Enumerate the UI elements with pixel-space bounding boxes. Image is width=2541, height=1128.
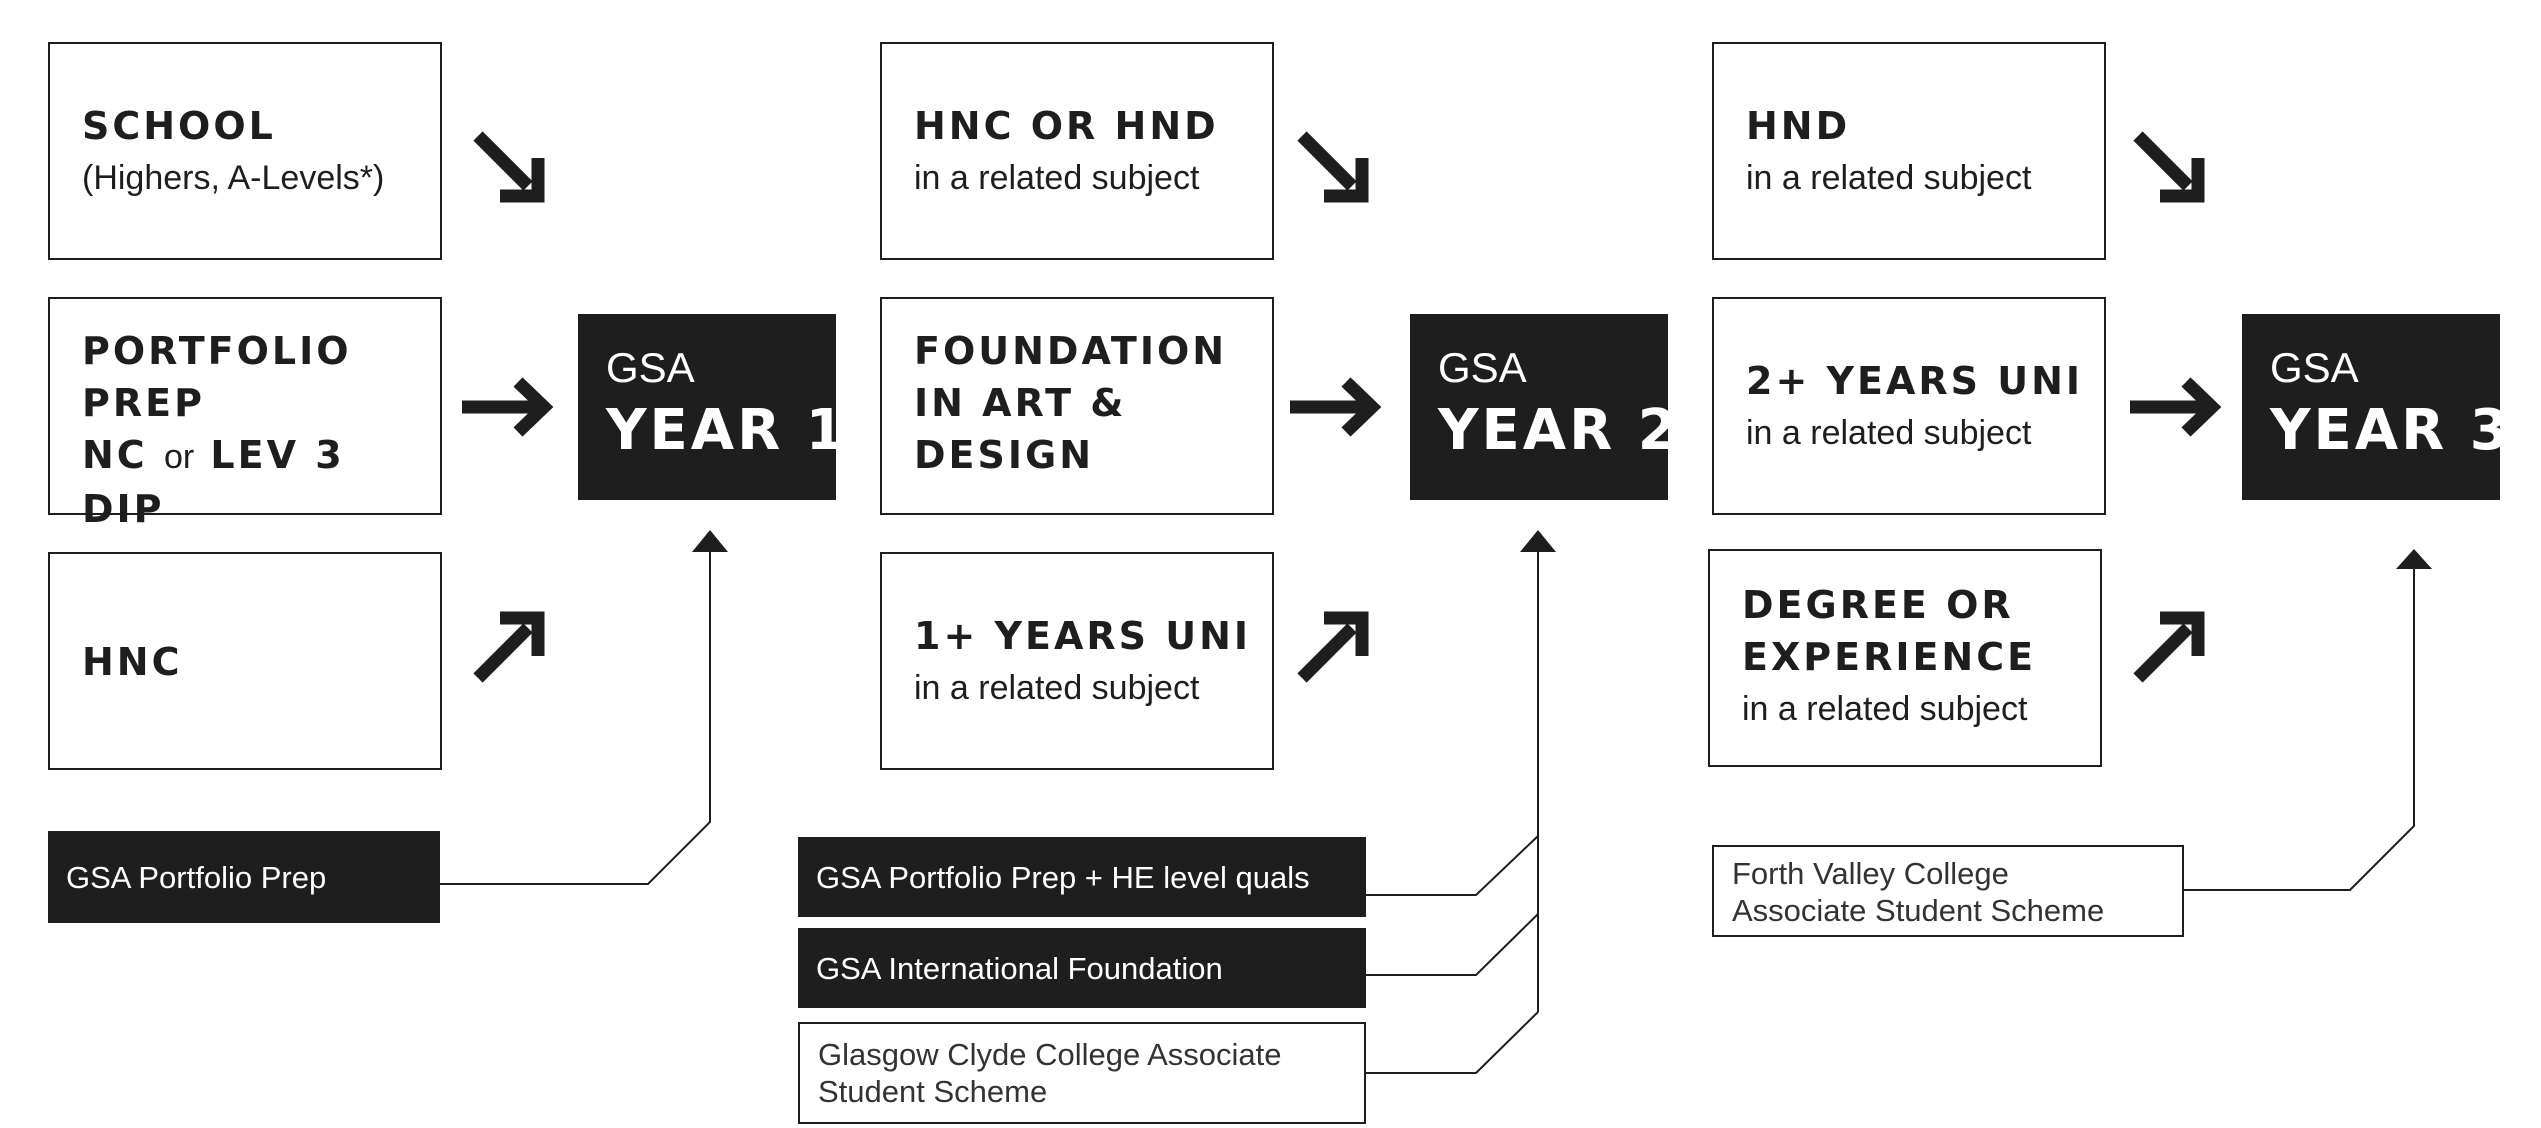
route-title-line: PREP — [82, 381, 205, 425]
gsa-label: GSA — [2270, 344, 2359, 391]
route-title-line: FOUNDATION — [914, 329, 1228, 373]
route-title: HND — [1746, 104, 1851, 148]
route-subtitle: in a related subject — [914, 159, 1200, 197]
gsa-year1-box: GSA YEAR 1 — [578, 314, 845, 500]
route-subtitle: (Highers, A-Levels*) — [82, 159, 385, 197]
route-box-1-year-uni: 1+ YEARS UNI in a related subject — [880, 552, 1274, 770]
gsa-route-glasgow-clyde: Glasgow Clyde College Associate Student … — [798, 1022, 1366, 1124]
gsa-year2-box: GSA YEAR 2 — [1410, 314, 1677, 500]
feed-line-year3 — [2184, 549, 2432, 891]
route-subtitle: in a related subject — [1746, 414, 2032, 452]
route-box-portfolio-prep: PORTFOLIO PREP NC or LEV 3 DIP — [48, 297, 442, 531]
route-title: HNC OR HND — [914, 104, 1219, 148]
arrow-up-right-icon — [2133, 611, 2205, 683]
route-subtitle: in a related subject — [914, 669, 1200, 707]
route-box-school: SCHOOL (Highers, A-Levels*) — [48, 42, 442, 260]
gsa-route-forth-valley: Forth Valley College Associate Student S… — [1712, 845, 2184, 937]
gsa-label: GSA — [606, 344, 695, 391]
arrow-up-right-icon — [473, 611, 545, 683]
route-box-2-years-uni: 2+ YEARS UNI in a related subject — [1712, 297, 2106, 515]
route-box-hnc-or-hnd: HNC OR HND in a related subject — [880, 42, 1274, 260]
arrow-down-right-icon — [1297, 131, 1369, 203]
route-title-line: EXPERIENCE — [1742, 635, 2037, 679]
arrow-down-right-icon — [2133, 131, 2205, 203]
feed-line-year2 — [1366, 530, 1556, 1074]
gsa-year3-box: GSA YEAR 3 — [2242, 314, 2509, 500]
gsa-route-portfolio-prep-he: GSA Portfolio Prep + HE level quals — [798, 837, 1366, 917]
route-title-line: DESIGN — [914, 433, 1095, 477]
gsa-label: GSA — [1438, 344, 1527, 391]
route-title-or: or — [163, 438, 195, 476]
year-label: YEAR 1 — [606, 398, 848, 463]
arrow-right-icon — [462, 377, 554, 437]
arrow-right-icon — [2130, 377, 2222, 437]
route-title: 1+ YEARS UNI — [914, 614, 1252, 658]
feed-line-year1 — [440, 530, 728, 885]
arrow-right-icon — [1290, 377, 1382, 437]
gsa-route-label: GSA Portfolio Prep + HE level quals — [816, 860, 1310, 895]
route-box-hnd: HND in a related subject — [1712, 42, 2106, 260]
route-title-line: PORTFOLIO — [82, 329, 352, 373]
gsa-route-label: GSA International Foundation — [816, 951, 1223, 986]
route-box-hnc: HNC — [48, 552, 442, 770]
gsa-route-label: GSA Portfolio Prep — [66, 860, 327, 895]
route-title: 2+ YEARS UNI — [1746, 359, 2084, 403]
route-title-line: DEGREE OR — [1742, 583, 2014, 627]
year-label: YEAR 2 — [1438, 398, 1680, 463]
arrow-down-right-icon — [473, 131, 545, 203]
gsa-route-label: Forth Valley College — [1732, 856, 2009, 891]
route-title: SCHOOL — [82, 104, 276, 148]
route-subtitle: in a related subject — [1746, 159, 2032, 197]
route-box-foundation: FOUNDATION IN ART & DESIGN — [880, 297, 1274, 515]
gsa-route-label: Student Scheme — [818, 1074, 1048, 1109]
gsa-route-label: Glasgow Clyde College Associate — [818, 1037, 1282, 1072]
gsa-route-portfolio-prep: GSA Portfolio Prep — [48, 831, 440, 923]
route-title-lev3: LEV 3 DIP — [82, 433, 345, 531]
gsa-route-label: Associate Student Scheme — [1732, 893, 2105, 928]
route-title-mixed: NC or LEV 3 DIP — [82, 429, 430, 535]
route-subtitle: in a related subject — [1742, 690, 2028, 728]
gsa-route-international-foundation: GSA International Foundation — [798, 928, 1366, 1008]
arrow-up-right-icon — [1297, 611, 1369, 683]
route-title-line: IN ART & — [914, 381, 1127, 425]
route-title: HNC — [82, 640, 183, 684]
route-box-degree-or-experience: DEGREE OR EXPERIENCE in a related subjec… — [1708, 549, 2102, 767]
route-title-nc: NC — [82, 433, 148, 477]
year-label: YEAR 3 — [2270, 398, 2512, 463]
